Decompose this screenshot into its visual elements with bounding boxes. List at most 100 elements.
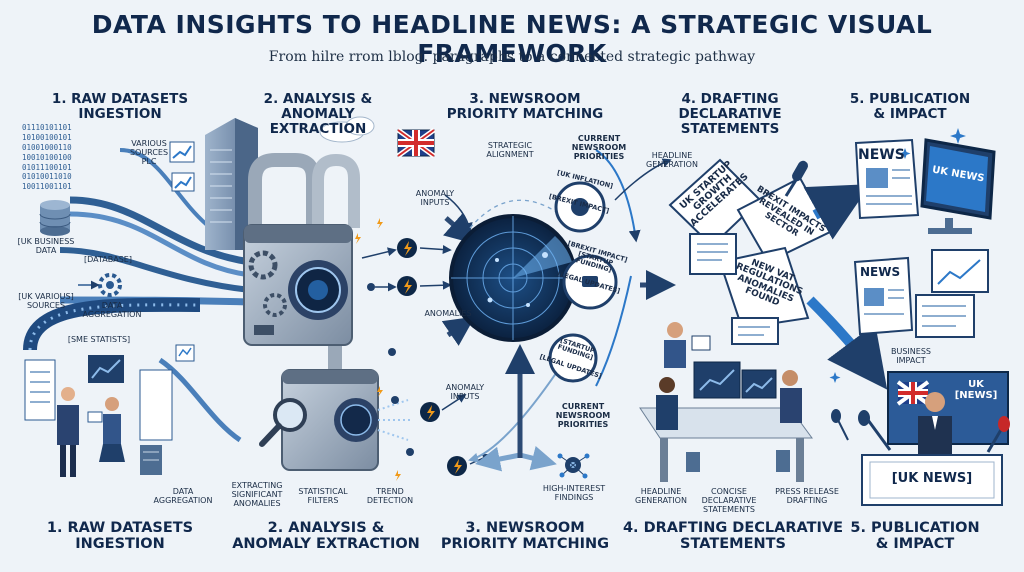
writers-desk [639,322,813,482]
stage-title-line: & IMPACT [875,536,955,553]
priority-radar [449,214,577,342]
high-interest-findings-label: HIGH-INTEREST FINDINGS [536,484,612,503]
label-line: STRATEGIC [487,141,533,150]
drafting-arrows [614,158,888,390]
label-line: SOURCES [26,300,66,310]
anomaly-inputs-top-label: ANOMALY INPUTS [412,189,458,208]
headline-generation-top-label: HEADLINE GENERATION [640,151,704,170]
label-line: INPUTS [450,391,480,401]
stage-title-line: STATEMENTS [680,536,786,553]
label-line: HIGH-INTEREST [542,484,606,493]
label-line: DETECTION [366,495,414,505]
label-line: HEADLINE [640,487,682,496]
stage-title-line: 5. PUBLICATION [850,520,980,536]
stage-2-bottom-title: 2. ANALYSIS & ANOMALY EXTRACTION [228,520,424,552]
uk-business-data-label: [UK BUSINESS DATA [14,237,78,256]
stage-title-line: 4. DRAFTING DECLARATIVE [622,520,844,536]
label-line: INPUTS [420,197,450,207]
binary-row: 01010011010 [22,172,72,182]
studio-screen-label: UK [NEWS] [950,379,1002,401]
label-line: STATISTICAL [298,487,348,496]
newspaper-middle [853,256,914,336]
stage-5-bottom-title: 5. PUBLICATION & IMPACT [840,520,990,552]
binary-row: 10010100100 [22,152,72,162]
stage-title-line: 5. PUBLICATION [849,91,971,107]
monitor-top [920,138,996,234]
radar-arcs [468,149,641,472]
trend-detection-label: TREND DETECTION [362,487,418,506]
label-line: VARIOUS [131,139,167,148]
label-line: TREND [376,487,404,496]
label-line: [UK BUSINESS [17,237,75,246]
press-release-label: PRESS RELEASE DRAFTING [768,487,846,506]
database-icon [39,200,71,236]
label-line: [UK VARIOUS] [18,292,74,301]
binary-row: 01011100101 [22,162,72,172]
aggregation-gear-icon [78,273,122,297]
page-title: DATA INSIGHTS TO HEADLINE NEWS: A STRATE… [91,10,933,68]
sparkle-icons [829,128,966,383]
analyst-screens-icon [24,344,195,441]
page-subtitle: From hilre rrom lblog. paragraphs to a c… [268,49,756,65]
analysis-machine-upper [243,224,353,346]
label-line: PLC [141,156,157,166]
label-line: DATA [35,245,57,255]
label-line: PRIORITIES [573,151,625,161]
data-streams [23,148,251,443]
label-line: ANOMALY [445,383,485,392]
stage-title-line: STATEMENTS [680,121,780,138]
label-line: HEADLINE [651,151,693,160]
binary-row: 10011001101 [22,182,72,192]
headline-bubbles [668,158,832,345]
label-line: CURRENT [561,402,605,411]
stage-title-line: PRIORITY MATCHING [446,106,604,123]
stage-title-line: DECLARATIVE [678,106,782,123]
label-line: CONCISE [711,487,747,496]
magnifier-icon [259,398,307,447]
analysts-figures [57,387,125,477]
stage-title-line: 1. RAW DATASETS [51,91,189,107]
anomaly-inputs-bottom-label: ANOMALY INPUTS [440,383,490,402]
label-line: ALIGNMENT [486,149,534,159]
stage-3-top-title: 3. NEWSROOM PRIORITY MATCHING [440,91,610,123]
stage-title-line: 3. NEWSROOM [465,520,585,536]
label-line: PRIORITIES [557,419,609,429]
sme-statistics-label: [SME STATISTS] [67,335,131,344]
label-line: AGGREGATION [153,495,213,505]
stage-title-line: ANOMALY EXTRACTION [232,536,420,553]
stage-title-line: & IMPACT [873,106,947,123]
label-line: EXTRACTING [231,481,283,490]
newspaper-top-masthead: NEWS [858,147,905,163]
binary-row: 01001000110 [22,142,72,152]
stage-title-line: 4. DRAFTING [681,91,779,107]
label-line: DATA [101,301,123,310]
label-line: AGGREGATION [82,309,142,319]
label-line: DECLARATIVE [701,495,757,505]
stage-title-line: 1. RAW DATASETS [46,520,194,536]
database-label: [DATABASE] [84,255,132,264]
label-line: PRESS RELEASE [775,487,839,496]
server-icon [140,445,162,475]
label-line: GENERATION [635,495,687,505]
uk-various-sources-label: [UK VARIOUS] SOURCES [14,292,78,311]
stage-2-top-title: 2. ANALYSIS & ANOMALY EXTRACTION [248,91,388,137]
label-line: SOURCES [129,147,169,157]
label-line: ANOMALY [415,189,455,198]
stage-title-line: 3. NEWSROOM [469,91,581,107]
label-line: DATA [172,487,194,496]
findings-cluster-icon [557,453,590,479]
label-line: [NEWS] [954,389,998,401]
label-line: DRAFTING [786,495,828,505]
stage-title-line: 2. ANALYSIS & [267,520,385,536]
strategic-alignment-label: STRATEGIC ALIGNMENT [478,141,542,160]
stage-title-line: INGESTION [75,536,165,553]
desk-banner-label: [UK NEWS] [891,471,973,486]
stage-5-top-title: 5. PUBLICATION & IMPACT [840,91,980,123]
uk-flag-icon [396,127,436,159]
label-line: BUSINESS [891,347,931,356]
newspaper-top [854,138,920,220]
source-chart-icon [169,141,195,192]
microphone-icon [784,160,808,197]
stage-1-top-title: 1. RAW DATASETS INGESTION [40,91,200,122]
stage-4-bottom-title: 4. DRAFTING DECLARATIVE STATEMENTS [620,520,846,552]
